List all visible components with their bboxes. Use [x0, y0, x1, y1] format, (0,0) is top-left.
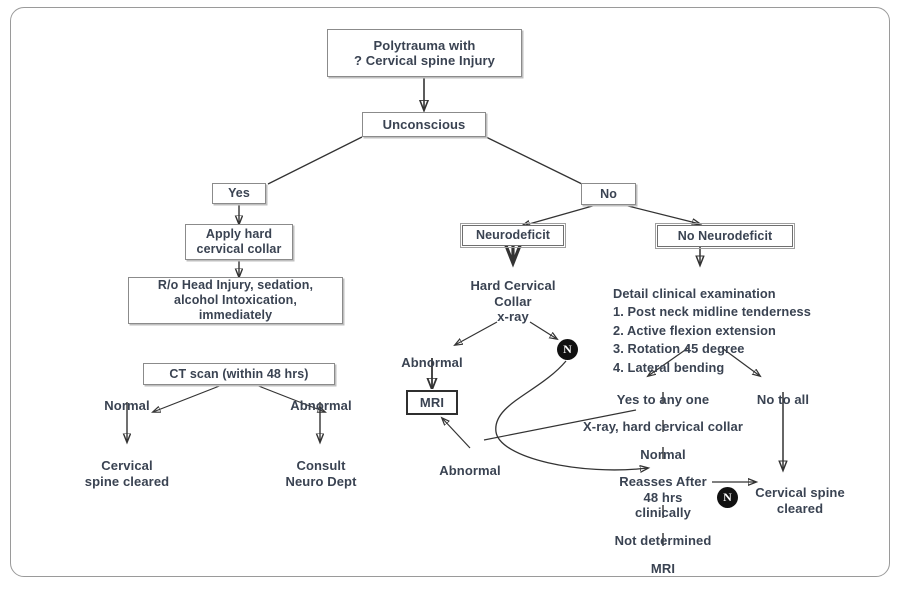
- node-not-determined-label: Not determined: [614, 533, 712, 549]
- node-yes[interactable]: Yes: [212, 183, 266, 204]
- node-hard-collar-xray-label: Hard Cervical Collar x-ray: [470, 278, 556, 324]
- node-mri-box-label: MRI: [419, 394, 445, 410]
- node-ct-abnormal-label: Abnormal: [290, 398, 352, 414]
- node-not-determined: Not determined: [593, 518, 733, 549]
- node-detail-exam: Detail clinical examination 1. Post neck…: [613, 266, 901, 377]
- node-ct-normal: Normal: [77, 383, 177, 414]
- node-neurodeficit[interactable]: Neurodeficit: [459, 222, 567, 249]
- normal-badge-1-label: N: [563, 342, 572, 356]
- node-mri-abnormal: Abnormal: [420, 448, 520, 479]
- node-root[interactable]: Polytrauma with ? Cervical spine Injury: [327, 29, 522, 77]
- node-ct-normal-result: Cervical spine cleared: [62, 443, 192, 489]
- node-yes-any-one: Yes to any one: [596, 377, 730, 408]
- node-mri-box[interactable]: MRI: [405, 389, 459, 416]
- normal-badge-icon-2: N: [717, 487, 738, 508]
- node-no[interactable]: No: [581, 183, 636, 205]
- node-ct-abnormal-result: Consult Neuro Dept: [256, 443, 386, 489]
- node-ct-scan-label: CT scan (within 48 hrs): [169, 366, 309, 381]
- node-reasses-label: Reasses After 48 hrs clinically: [619, 474, 707, 520]
- node-ct-normal-label: Normal: [104, 398, 150, 414]
- node-cleared-right: Cervical spine cleared: [735, 470, 865, 516]
- node-ct-abnormal: Abnormal: [270, 383, 372, 414]
- node-apply-hard-collar[interactable]: Apply hard cervical collar: [185, 224, 293, 260]
- node-yes-any-one-label: Yes to any one: [616, 392, 710, 408]
- node-no-to-all: No to all: [735, 377, 831, 408]
- node-apply-hard-collar-label: Apply hard cervical collar: [196, 227, 282, 256]
- normal-badge-icon-1: N: [557, 339, 578, 360]
- node-ct-scan[interactable]: CT scan (within 48 hrs): [143, 363, 335, 385]
- node-hard-collar-xray: Hard Cervical Collar x-ray: [446, 263, 580, 324]
- node-normal: Normal: [613, 432, 713, 463]
- node-xray-hard-collar: X-ray, hard cervical collar: [545, 404, 781, 435]
- node-normal-label: Normal: [640, 447, 686, 463]
- node-no-to-all-label: No to all: [756, 392, 810, 408]
- node-ct-normal-result-label: Cervical spine cleared: [84, 458, 170, 489]
- node-no-neurodeficit-label: No Neurodeficit: [677, 228, 773, 243]
- node-xray-abnormal: Abnormal: [382, 340, 482, 371]
- node-reasses: Reasses After 48 hrs clinically: [598, 459, 728, 520]
- node-ro-head-injury-label: R/o Head Injury, sedation, alcohol Intox…: [157, 278, 314, 322]
- node-mri-abnormal-label: Abnormal: [439, 463, 501, 479]
- node-unconscious[interactable]: Unconscious: [362, 112, 486, 137]
- node-unconscious-label: Unconscious: [382, 116, 466, 132]
- node-neurodeficit-label: Neurodeficit: [475, 228, 551, 243]
- node-ro-head-injury[interactable]: R/o Head Injury, sedation, alcohol Intox…: [128, 277, 343, 324]
- node-no-neurodeficit[interactable]: No Neurodeficit: [654, 222, 796, 250]
- node-ct-abnormal-result-label: Consult Neuro Dept: [285, 458, 357, 489]
- node-yes-label: Yes: [228, 186, 250, 201]
- normal-badge-2-label: N: [723, 490, 732, 504]
- node-detail-exam-label: Detail clinical examination 1. Post neck…: [613, 285, 811, 375]
- node-no-label: No: [600, 186, 617, 201]
- node-xray-hard-collar-label: X-ray, hard cervical collar: [583, 419, 743, 435]
- node-final-mri-label: MRI: [650, 561, 676, 577]
- node-final-mri: MRI: [633, 546, 693, 577]
- node-xray-abnormal-label: Abnormal: [401, 355, 463, 371]
- node-cleared-right-label: Cervical spine cleared: [755, 485, 845, 516]
- node-root-label: Polytrauma with ? Cervical spine Injury: [353, 37, 495, 68]
